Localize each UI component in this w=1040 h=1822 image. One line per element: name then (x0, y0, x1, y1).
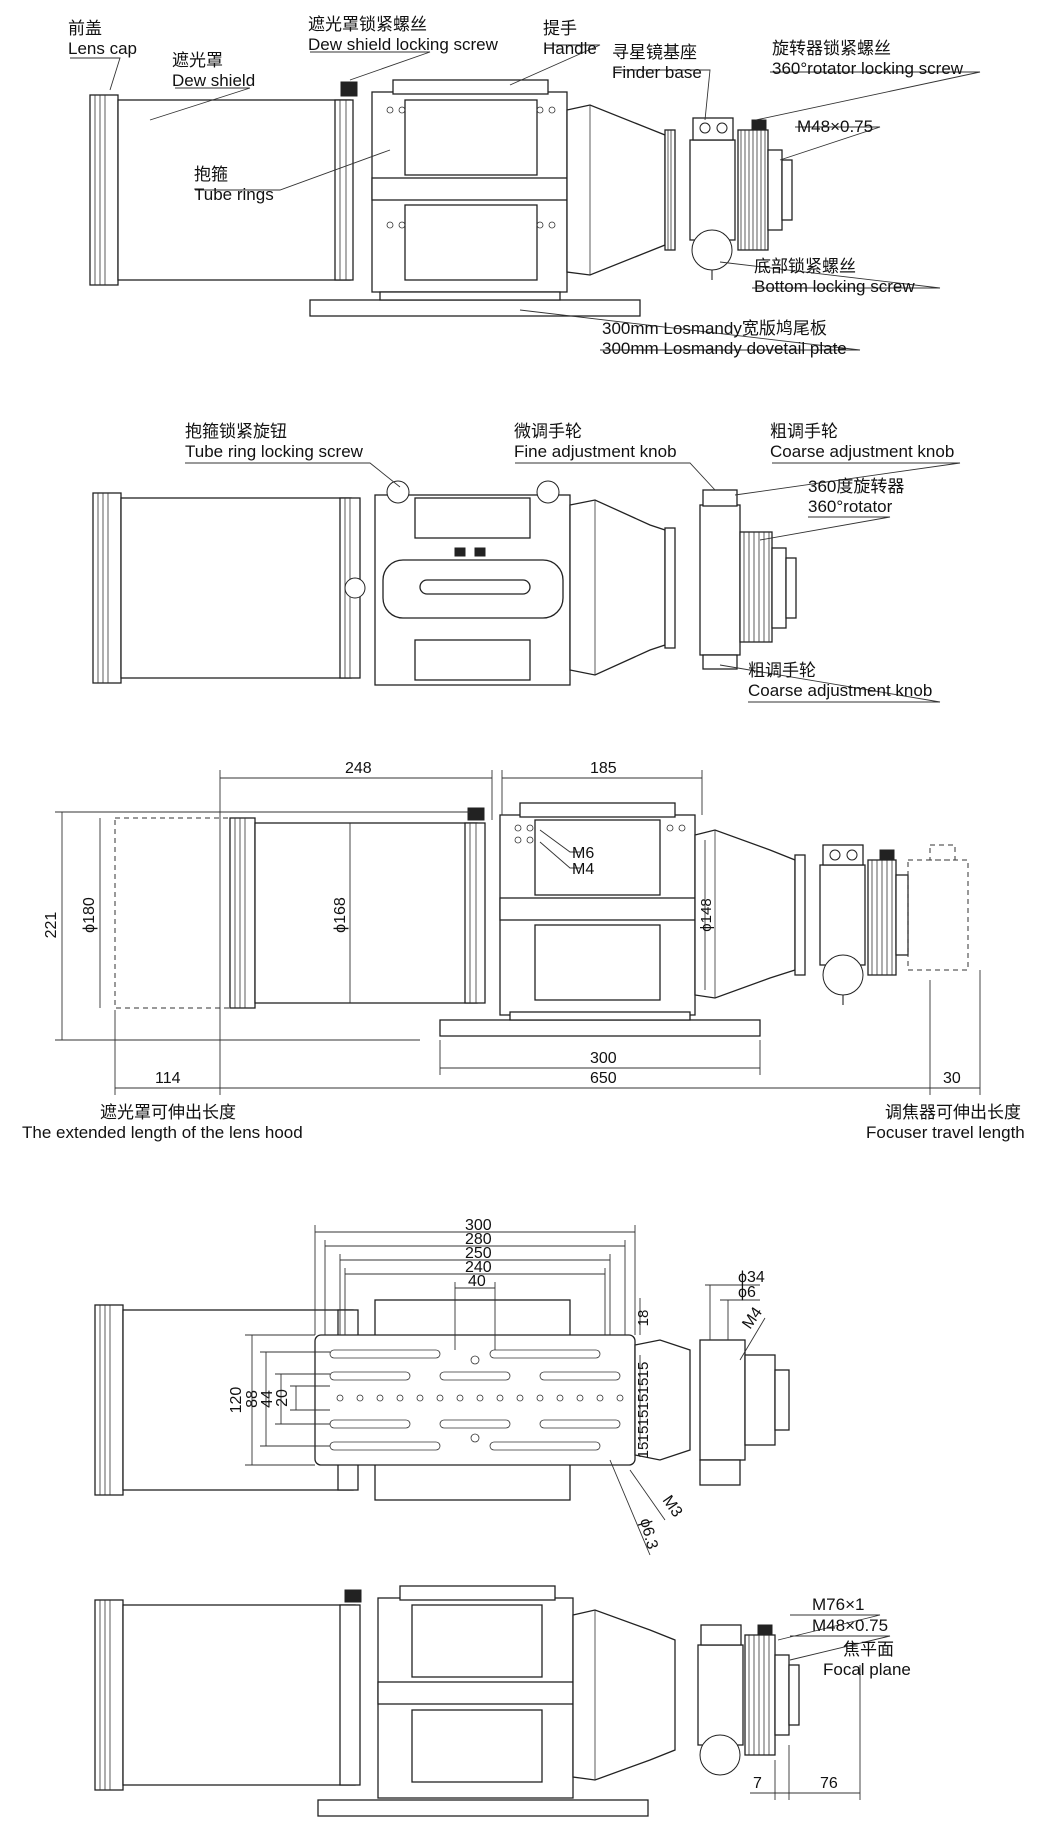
dim-185: 185 (590, 760, 617, 777)
dim-h20: 20 (274, 1389, 291, 1407)
focuser-travel-label-cn: 调焦器可伸出长度 (885, 1103, 1021, 1122)
dim-h44: 44 (259, 1390, 276, 1408)
hood-travel-label-cn: 遮光罩可伸出长度 (100, 1103, 236, 1122)
rotator-screw-label-en: 360°rotator locking screw (772, 59, 964, 78)
lens-cap-label-cn: 前盖 (68, 19, 102, 38)
finder-base-label-en: Finder base (612, 63, 702, 82)
dim-221: 221 (43, 912, 60, 939)
handle-label-en: Handle (543, 39, 597, 58)
dim-76: 76 (820, 1775, 838, 1792)
dim-phi148: ϕ148 (698, 898, 715, 931)
coarse-knob2-label-en: Coarse adjustment knob (748, 681, 932, 700)
dim-7: 7 (753, 1775, 762, 1792)
dim-114: 114 (155, 1070, 181, 1087)
coarse-knob2-label-cn: 粗调手轮 (748, 661, 816, 680)
dew-screw-label-en: Dew shield locking screw (308, 35, 499, 54)
thread-m4: M4 (572, 861, 594, 878)
focuser-travel-label-en: Focuser travel length (866, 1123, 1025, 1142)
handle-label-cn: 提手 (543, 19, 577, 38)
dim-v15-a: 15 (635, 1362, 652, 1379)
m48-thread-label-2: M48×0.75 (812, 1616, 888, 1635)
ring-knob-label-cn: 抱箍锁紧旋钮 (185, 422, 287, 441)
rotator-label-cn: 360度旋转器 (808, 477, 904, 496)
ring-knob-label-en: Tube ring locking screw (185, 442, 364, 461)
m48-thread-label: M48×0.75 (797, 117, 873, 136)
dim-v15-d: 15 (635, 1410, 652, 1427)
bottom-screw-label-cn: 底部锁紧螺丝 (754, 257, 856, 276)
dim-v15-b: 15 (635, 1378, 652, 1395)
dew-shield-label-en: Dew shield (172, 71, 255, 90)
dim-m4: M4 (739, 1304, 766, 1332)
dew-screw-label-cn: 遮光罩锁紧螺丝 (308, 15, 427, 34)
view-4-plate-dimensions: 300 280 250 240 40 ϕ34 ϕ6 M4 120 88 44 2… (94, 1217, 790, 1556)
dim-w250: 250 (465, 1245, 492, 1262)
bottom-screw-label-en: Bottom locking screw (754, 277, 915, 296)
lens-cap-label-en: Lens cap (68, 39, 137, 58)
dim-v18: 18 (635, 1310, 652, 1327)
coarse-knob-label-cn: 粗调手轮 (770, 422, 838, 441)
dim-w300: 300 (465, 1217, 492, 1234)
focal-plane-label-en: Focal plane (823, 1660, 911, 1679)
fine-knob-label-en: Fine adjustment knob (514, 442, 677, 461)
dim-phi168: ϕ168 (332, 897, 349, 933)
m76-thread-label: M76×1 (812, 1595, 864, 1614)
dim-w40: 40 (468, 1273, 486, 1290)
dim-h120: 120 (228, 1387, 245, 1414)
dim-phi6: ϕ6 (738, 1284, 756, 1301)
dim-30: 30 (943, 1070, 961, 1087)
tube-rings-label-cn: 抱箍 (194, 165, 228, 184)
fine-knob-label-cn: 微调手轮 (514, 422, 582, 441)
dim-phi180: ϕ180 (81, 897, 98, 933)
dim-v15-c: 15 (635, 1394, 652, 1411)
dim-w240: 240 (465, 1259, 492, 1276)
dim-300: 300 (590, 1050, 617, 1067)
thread-m6: M6 (572, 845, 594, 862)
rotator-label-en: 360°rotator (808, 497, 893, 516)
dovetail-label-en: 300mm Losmandy dovetail plate (602, 339, 847, 358)
dim-w280: 280 (465, 1231, 492, 1248)
finder-base-label-cn: 寻星镜基座 (612, 43, 697, 62)
dim-650: 650 (590, 1070, 617, 1087)
dim-phi34: ϕ34 (738, 1269, 765, 1286)
dim-248: 248 (345, 760, 372, 777)
dew-shield-label-cn: 遮光罩 (172, 51, 223, 70)
dovetail-label-cn: 300mm Losmandy宽版鸠尾板 (602, 319, 827, 338)
dim-phi6-3: ϕ6.3 (636, 1517, 661, 1552)
dim-v15-f: 15 (635, 1442, 652, 1459)
view-2-top-labeled: 抱箍锁紧旋钮 Tube ring locking screw 微调手轮 Fine… (92, 422, 961, 703)
tube-rings-label-en: Tube rings (194, 185, 274, 204)
hood-travel-label-en: The extended length of the lens hood (22, 1123, 303, 1142)
dim-h88: 88 (244, 1390, 261, 1408)
dim-v15-e: 15 (635, 1426, 652, 1443)
view-5-focal-plane: M76×1 M48×0.75 焦平面 Focal plane 7 76 (94, 1585, 911, 1817)
focal-plane-label-cn: 焦平面 (843, 1640, 894, 1659)
coarse-knob-label-en: Coarse adjustment knob (770, 442, 954, 461)
view-3-dimensions: 248 185 221 ϕ180 ϕ168 ϕ148 M6 M4 300 114… (22, 760, 1025, 1142)
rotator-screw-label-cn: 旋转器锁紧螺丝 (772, 39, 891, 58)
view-1-side-labeled: 前盖 Lens cap 遮光罩 Dew shield 遮光罩锁紧螺丝 Dew s… (68, 15, 981, 358)
